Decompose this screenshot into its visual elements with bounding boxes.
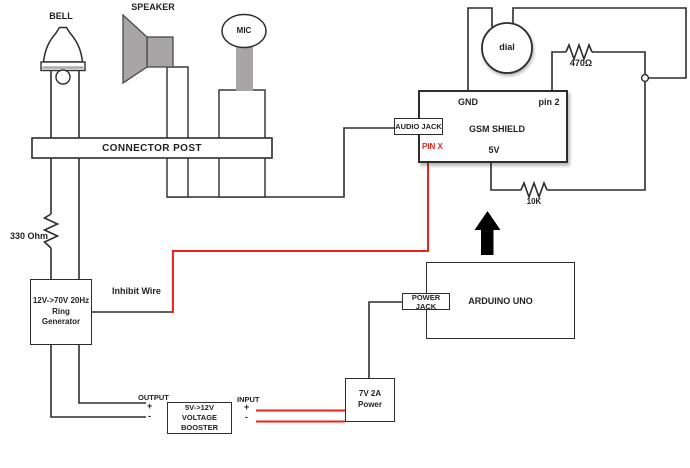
pin-x-label: PIN X <box>422 142 443 151</box>
power-supply-line1: 7V 2A <box>358 389 382 399</box>
mic-stem <box>236 47 253 91</box>
inhibit-wire-label: Inhibit Wire <box>112 286 161 296</box>
connector-post-bar <box>31 137 273 159</box>
junction-node <box>640 73 650 83</box>
resistors <box>42 42 593 249</box>
bell-label: BELL <box>49 11 73 21</box>
bell-icon <box>40 26 86 85</box>
power-jack-box: POWER JACK <box>402 292 450 311</box>
pin-x-red-wire <box>171 163 429 313</box>
ring-generator-line3: Generator <box>41 317 81 327</box>
mic-label: MIC <box>236 26 252 35</box>
speaker-driver <box>146 36 174 68</box>
resistor-470-icon <box>565 42 593 62</box>
connector-post-label: CONNECTOR POST <box>102 142 202 154</box>
5v-pin-label: 5V <box>488 145 500 155</box>
audio-jack-label: AUDIO JACK <box>395 121 442 131</box>
voltage-booster-box: 5V->12V VOLTAGE BOOSTER <box>167 402 232 434</box>
output-minus: - <box>148 411 151 421</box>
mic-head <box>221 13 267 49</box>
input-plus: + <box>244 402 250 412</box>
input-minus: - <box>245 412 248 422</box>
input-label: INPUT <box>237 395 260 404</box>
power-jack-wire <box>368 301 403 379</box>
generator-output-minus-wire <box>50 345 146 418</box>
resistor-330-icon <box>42 213 60 249</box>
voltage-booster-line2: VOLTAGE <box>181 412 218 422</box>
gsm-shield-label: GSM SHIELD <box>468 124 526 134</box>
resistor-10k-label: 10K <box>526 197 542 206</box>
gsm-shield-box <box>418 90 568 163</box>
resistor-330-label: 330 Ohm <box>10 231 49 241</box>
ring-generator-line1: 12V->70V 20Hz <box>32 295 90 305</box>
resistor10k-to-5v-wire <box>490 163 521 191</box>
pin2-pin-label: pin 2 <box>538 97 560 107</box>
gnd-to-dial-wire <box>467 7 493 90</box>
generator-output-plus-wire <box>78 345 146 404</box>
bell-rim-band <box>42 66 84 69</box>
dial-label: dial <box>499 42 515 52</box>
up-arrow-icon <box>474 211 501 255</box>
resistor-470-label: 470Ω <box>569 58 593 68</box>
resistor470-to-node-wire <box>592 51 646 75</box>
speaker-label: SPEAKER <box>131 2 175 12</box>
speaker-horn <box>122 13 148 85</box>
gnd-pin-label: GND <box>458 97 478 107</box>
voltage-booster-line1: 5V->12V <box>185 402 214 412</box>
bell-clapper <box>55 69 71 85</box>
red-wires <box>171 163 429 423</box>
audio-jack-box: AUDIO JACK <box>394 118 443 135</box>
speaker-icon <box>122 13 174 85</box>
arduino-label: ARDUINO UNO <box>468 295 533 306</box>
resistor-10k-icon <box>520 180 548 200</box>
node-to-resistor10k-wire <box>547 81 646 191</box>
voltage-booster-line3: BOOSTER <box>180 423 219 433</box>
power-jack-label: POWER JACK <box>411 292 441 311</box>
power-supply-line2: Power <box>357 400 382 409</box>
dial-icon <box>481 22 533 74</box>
ring-generator-box: 12V->70V 20Hz Ring Generator <box>30 279 92 345</box>
black-wires <box>50 7 687 418</box>
mic-icon <box>221 13 267 91</box>
arduino-box: ARDUINO UNO <box>426 262 575 339</box>
power-supply-box: 7V 2A Power <box>345 378 395 422</box>
speaker-column <box>166 66 189 198</box>
ring-generator-line2: Ring <box>52 306 70 316</box>
bell-rim <box>40 61 86 72</box>
output-plus: + <box>147 401 153 411</box>
output-label: OUTPUT <box>138 393 169 402</box>
bell-dome <box>42 26 84 63</box>
dial-to-node-wire <box>512 7 687 79</box>
pin2-wire <box>551 51 566 90</box>
